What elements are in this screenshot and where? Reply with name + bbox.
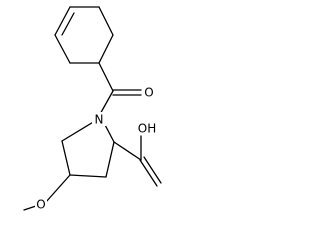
nitrogen-atom-label: N: [95, 113, 104, 127]
bond-n-c5: [61, 120, 96, 142]
bond-c4-to-methoxy-o: [45, 174, 71, 203]
hydroxyl-label: OH: [138, 122, 156, 136]
bond-ring-c2-c3: [98, 6, 114, 36]
bond-ring-to-carbonyl: [98, 62, 114, 92]
bond-c5-c4: [61, 140, 71, 176]
pyrrolidine-ring: [61, 120, 115, 178]
molecule-structure: N O OH O: [23, 6, 162, 212]
carbonyl-oxygen-label: O: [144, 86, 153, 100]
cyclohexene-ring: [54, 6, 114, 64]
bond-carbonyl-to-nitrogen: [98, 90, 114, 117]
bond-c4-c3: [69, 174, 107, 178]
bond-methoxy-o-to-methyl: [23, 205, 37, 211]
bond-ring-double-inner: [61, 12, 75, 36]
bond-ring-c5-c6: [54, 34, 71, 64]
bond-ring-c6-c1: [54, 6, 71, 36]
bond-acid-double-a: [139, 159, 158, 187]
bond-c2-to-acid-carbon: [113, 141, 142, 161]
methoxy-oxygen-label: O: [36, 198, 45, 212]
bond-acid-double-b: [143, 156, 162, 184]
bond-ring-c3-c4: [98, 34, 114, 64]
bond-c3-c2: [105, 141, 115, 178]
